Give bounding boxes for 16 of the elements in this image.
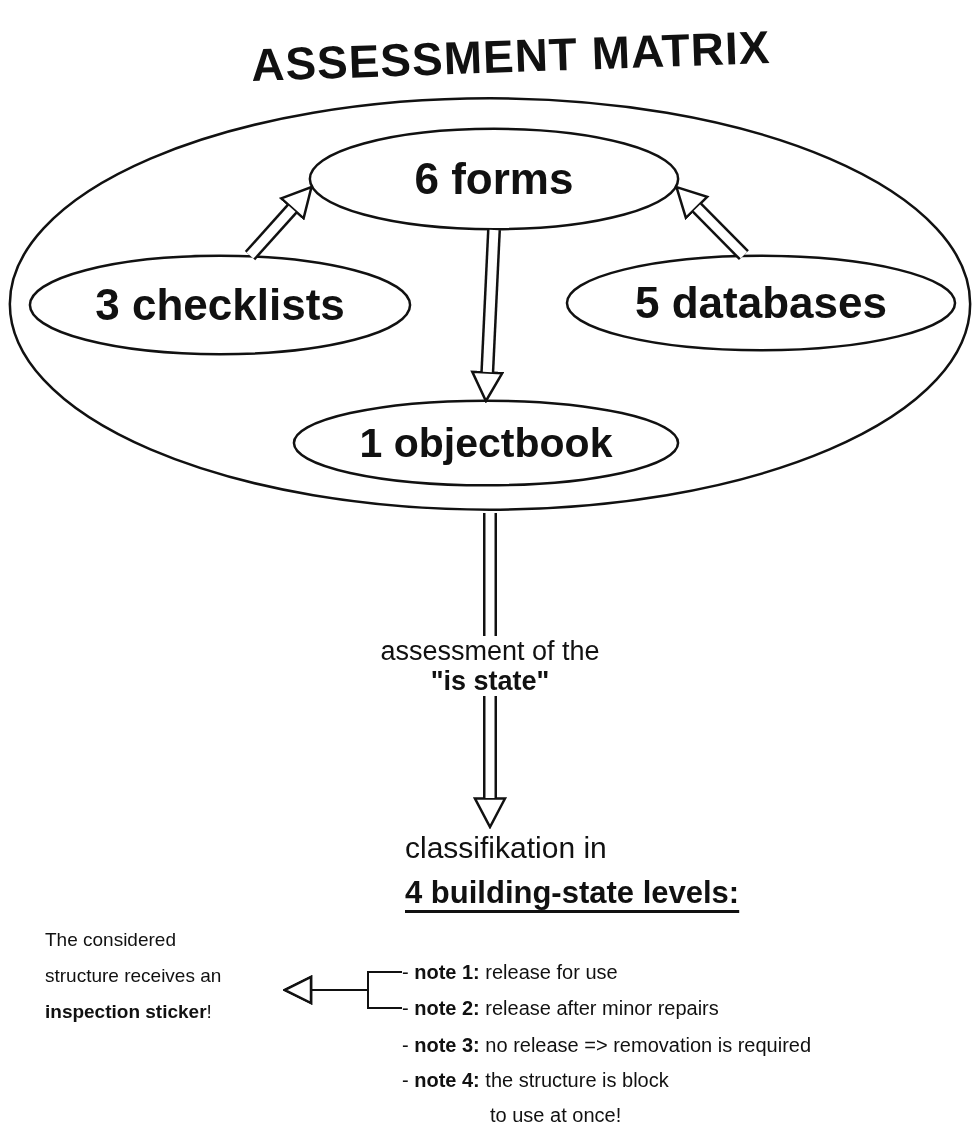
list-intro: classifikation in [405, 830, 607, 866]
ellipse [308, 128, 680, 230]
list-item: - note 4: the structure is block to use at once! [402, 1068, 670, 1128]
note-text: The considered structure receives an inspection sticker! [45, 922, 285, 1034]
heading: ASSESSMENT MATRIX [250, 19, 772, 93]
node-label: 3 checklists [95, 280, 345, 330]
ellipse [565, 255, 957, 351]
list-item: - note 3: no release => removation is required [402, 1033, 813, 1058]
ellipse [292, 400, 680, 486]
node-label: 1 objectbook [359, 419, 613, 467]
list-heading: 4 building-state levels: [405, 874, 740, 912]
list-item: - note 2: release after minor repairs [402, 992, 719, 1024]
ellipse [28, 255, 412, 355]
node-label: 5 databases [635, 278, 887, 328]
node-label: 6 forms [414, 154, 574, 204]
list-item: - note 1: release for use [402, 956, 618, 988]
